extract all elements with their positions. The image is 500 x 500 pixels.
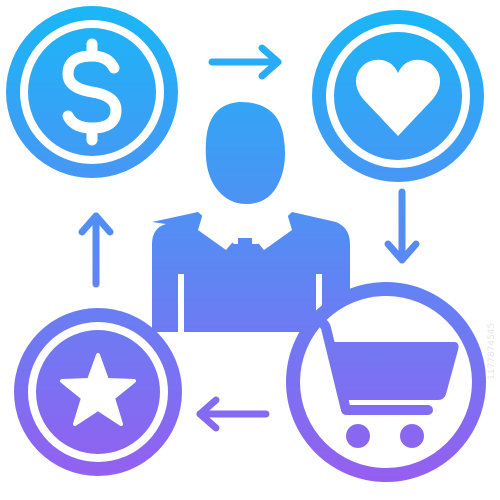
arrow-down-icon bbox=[384, 188, 420, 264]
dollar-coin-icon bbox=[6, 6, 178, 178]
arrow-up-icon bbox=[78, 212, 114, 288]
shopping-cart-icon bbox=[286, 282, 486, 482]
arrow-left-icon bbox=[196, 396, 270, 432]
star-icon bbox=[14, 308, 182, 476]
arrow-right-icon bbox=[208, 44, 282, 80]
person-icon bbox=[152, 102, 350, 334]
heart-icon bbox=[312, 10, 484, 182]
watermark-id: 1177874545 bbox=[487, 323, 497, 380]
